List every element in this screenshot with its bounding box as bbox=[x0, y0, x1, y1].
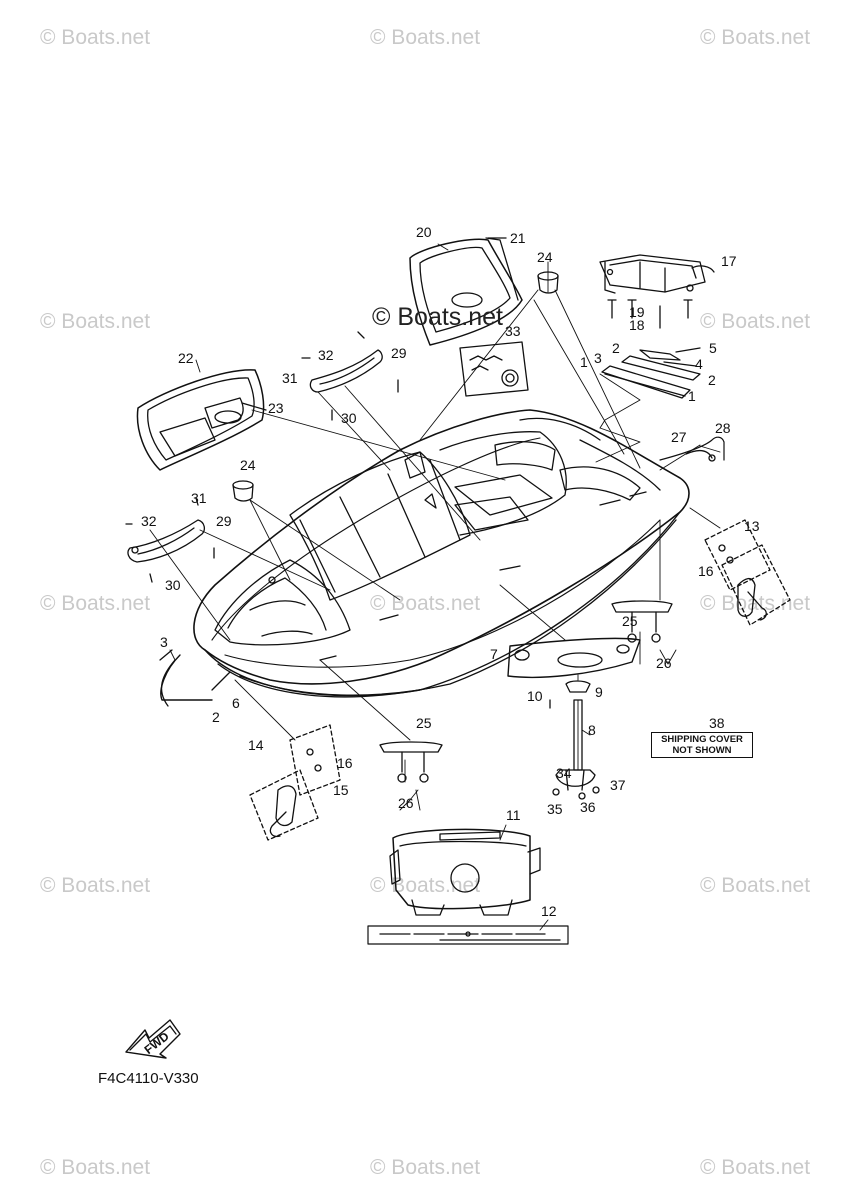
rub-rail-pieces bbox=[159, 649, 231, 707]
callout-16: 16 bbox=[698, 563, 714, 579]
callout-2: 2 bbox=[612, 340, 620, 356]
part-11-cooler bbox=[389, 828, 541, 916]
callout-4: 4 bbox=[695, 356, 703, 372]
watermark: © Boats.net bbox=[700, 310, 811, 333]
callout-11: 11 bbox=[506, 807, 521, 823]
diagram-code: F4C4110-V330 bbox=[98, 1070, 199, 1087]
callout-38: 38 bbox=[709, 715, 725, 731]
callout-29: 29 bbox=[391, 345, 407, 361]
fwd-arrow-icon bbox=[125, 1019, 181, 1059]
watermark: © Boats.net bbox=[40, 310, 151, 333]
callout-13: 13 bbox=[744, 518, 760, 534]
part-7-cover-plate bbox=[507, 637, 641, 679]
callout-30: 30 bbox=[165, 577, 181, 593]
callout-16: 16 bbox=[337, 755, 353, 771]
callout-5: 5 bbox=[709, 340, 717, 356]
callout-10: 10 bbox=[527, 688, 543, 704]
watermark: © Boats.net bbox=[370, 1156, 481, 1179]
callout-24: 24 bbox=[240, 457, 256, 473]
callout-8: 8 bbox=[588, 722, 596, 738]
watermark: © Boats.net bbox=[700, 874, 811, 897]
callout-3: 3 bbox=[160, 634, 168, 650]
watermark: © Boats.net bbox=[370, 592, 481, 615]
shipping-cover-note: SHIPPING COVER NOT SHOWN bbox=[651, 732, 753, 758]
callout-26: 26 bbox=[656, 655, 672, 671]
callout-28: 28 bbox=[715, 420, 731, 436]
part-22-storage-bin bbox=[136, 369, 265, 471]
callout-35: 35 bbox=[547, 801, 563, 817]
shipping-note-line-2: NOT SHOWN bbox=[672, 745, 732, 756]
callout-22: 22 bbox=[178, 350, 194, 366]
callout-34: 34 bbox=[556, 765, 572, 781]
fastener-screws bbox=[126, 238, 507, 582]
callout-1: 1 bbox=[580, 354, 588, 370]
callout-20: 20 bbox=[416, 224, 432, 240]
callout-25: 25 bbox=[622, 613, 638, 629]
part-33-hardware-bag bbox=[459, 341, 529, 397]
part-8-pole bbox=[549, 680, 600, 800]
callout-14: 14 bbox=[248, 737, 264, 753]
callout-32: 32 bbox=[318, 347, 334, 363]
callout-32: 32 bbox=[141, 513, 157, 529]
center-watermark: © Boats.net bbox=[372, 303, 503, 331]
grab-handles-29 bbox=[127, 349, 383, 563]
callout-2: 2 bbox=[708, 372, 716, 388]
callout-23: 23 bbox=[268, 400, 284, 416]
callout-36: 36 bbox=[580, 799, 596, 815]
part-14-bow-eye-kit bbox=[249, 724, 341, 841]
watermark: © Boats.net bbox=[40, 592, 151, 615]
callout-26: 26 bbox=[398, 795, 414, 811]
part-13-bow-eye-kit bbox=[704, 519, 791, 626]
part-27-28-cable bbox=[659, 436, 725, 462]
callout-18: 18 bbox=[629, 317, 645, 333]
watermark: © Boats.net bbox=[700, 1156, 811, 1179]
callout-21: 21 bbox=[510, 230, 526, 246]
callout-31: 31 bbox=[282, 370, 298, 386]
watermark: © Boats.net bbox=[370, 26, 481, 49]
callout-1: 1 bbox=[688, 388, 696, 404]
watermark: © Boats.net bbox=[40, 874, 151, 897]
watermark: © Boats.net bbox=[40, 1156, 151, 1179]
hull-drawing bbox=[193, 409, 690, 698]
callout-17: 17 bbox=[721, 253, 737, 269]
callout-15: 15 bbox=[333, 782, 349, 798]
leader-lines bbox=[149, 243, 721, 931]
callout-33: 33 bbox=[505, 323, 521, 339]
watermark: © Boats.net bbox=[700, 592, 811, 615]
callout-3: 3 bbox=[594, 350, 602, 366]
callout-25: 25 bbox=[416, 715, 432, 731]
bolt-18-19-set bbox=[607, 299, 693, 329]
part-20-storage-bin bbox=[409, 237, 523, 346]
callout-2: 2 bbox=[212, 709, 220, 725]
callout-27: 27 bbox=[671, 429, 687, 445]
callout-24: 24 bbox=[537, 249, 553, 265]
shipping-note-line-1: SHIPPING COVER bbox=[661, 734, 743, 745]
watermark: © Boats.net bbox=[700, 26, 811, 49]
callout-9: 9 bbox=[595, 684, 603, 700]
callout-29: 29 bbox=[216, 513, 232, 529]
callout-31: 31 bbox=[191, 490, 207, 506]
part-12-strap bbox=[367, 925, 569, 945]
watermark: © Boats.net bbox=[40, 26, 151, 49]
callout-6: 6 bbox=[232, 695, 240, 711]
cleat-25 bbox=[379, 600, 673, 783]
callout-37: 37 bbox=[610, 777, 626, 793]
rail-parts-1-5 bbox=[601, 347, 701, 399]
callout-19: 19 bbox=[629, 304, 645, 320]
part-17-bracket bbox=[599, 254, 715, 294]
callout-30: 30 bbox=[341, 410, 357, 426]
callout-12: 12 bbox=[541, 903, 557, 919]
callout-7: 7 bbox=[490, 646, 498, 662]
